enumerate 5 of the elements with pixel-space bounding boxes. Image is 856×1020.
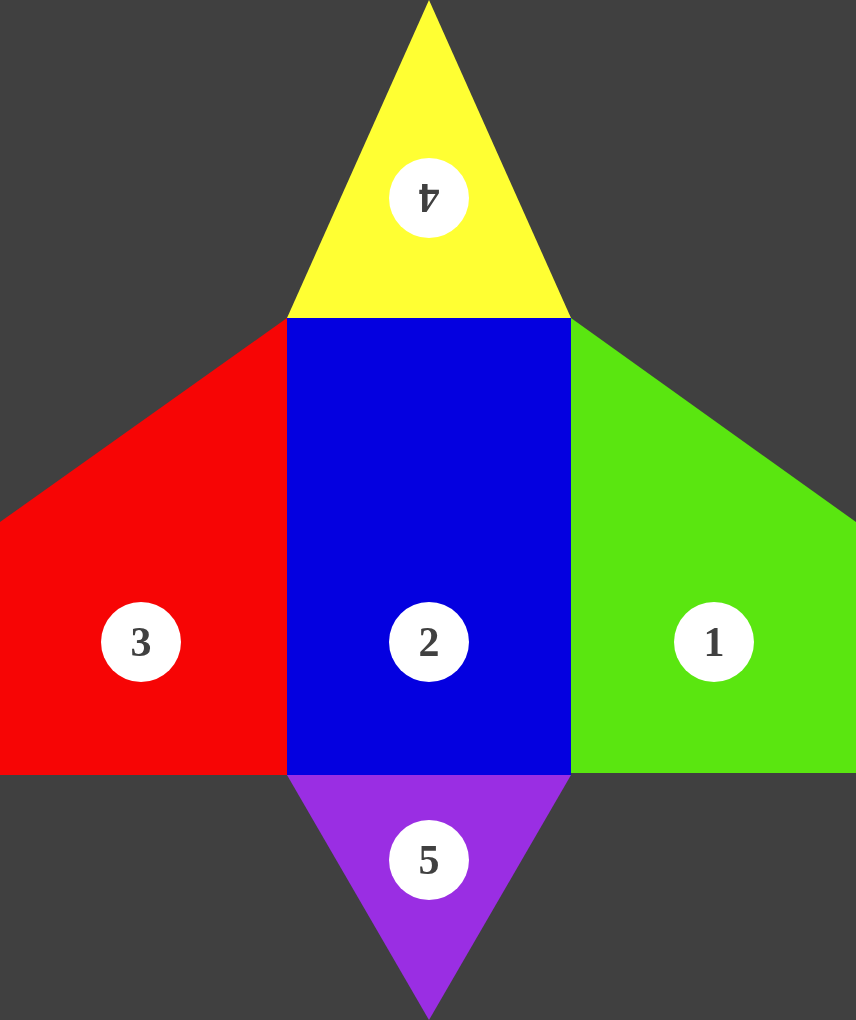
triangle-panel	[287, 0, 571, 318]
pentagon-panel	[571, 318, 856, 773]
triangle-panel	[287, 775, 571, 1020]
rectangle-panel	[287, 318, 571, 775]
pentagon-panel	[0, 318, 287, 775]
